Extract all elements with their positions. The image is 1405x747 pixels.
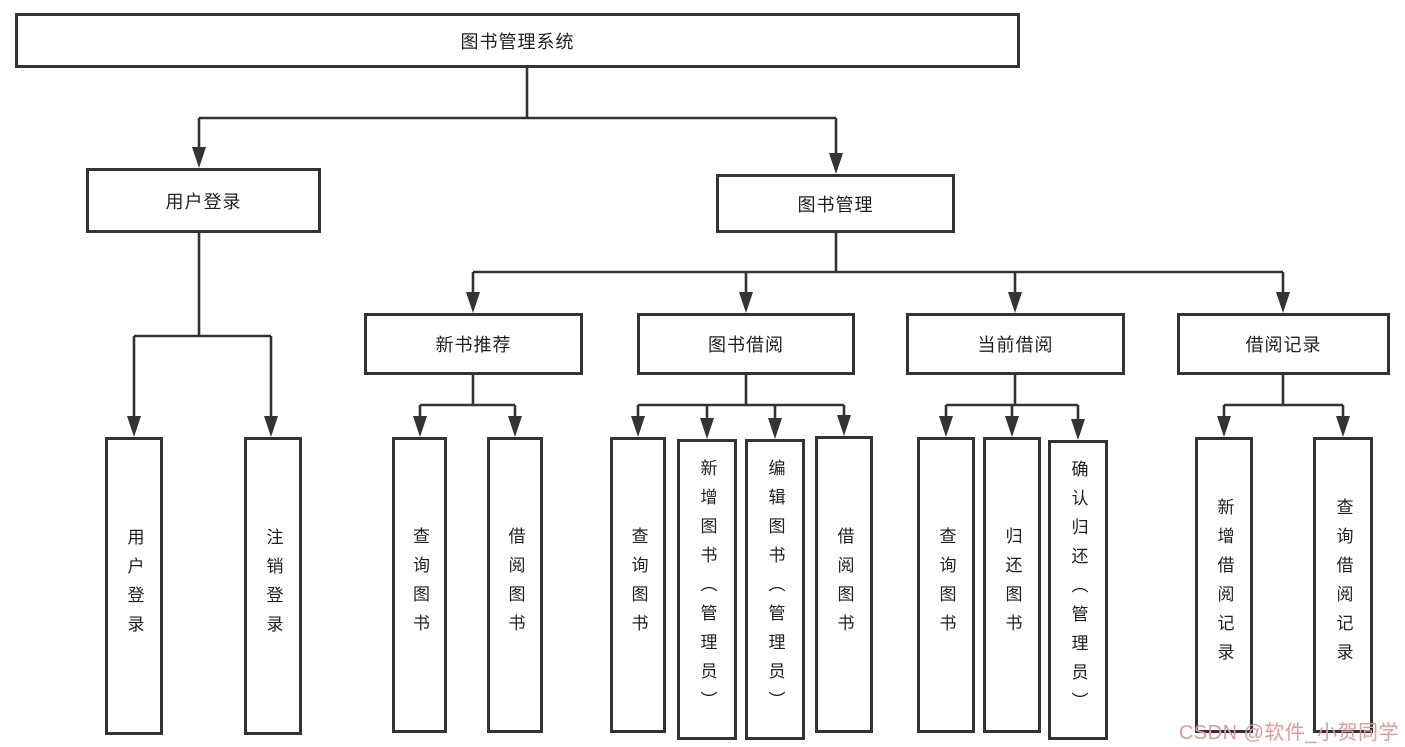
node-label: 用户登录 <box>165 191 242 212</box>
connector-userlogin-children <box>132 233 273 430</box>
leaf-br-query-record: 查询借阅记录 <box>1313 437 1373 733</box>
node-label: 归还图书 <box>1002 527 1022 643</box>
connector-path <box>197 68 838 166</box>
leaf-bb-borrow-book: 借阅图书 <box>815 436 873 733</box>
arrowhead <box>1005 416 1019 437</box>
node-label: 新增图书（管理员） <box>697 459 717 720</box>
node-current-borrow: 当前借阅 <box>906 313 1125 375</box>
arrowhead <box>413 416 427 437</box>
node-label: 当前借阅 <box>977 335 1054 355</box>
node-label: 图书管理 <box>797 194 874 215</box>
node-label: 借阅记录 <box>1245 335 1322 355</box>
arrowheads-bookborrow <box>631 415 851 439</box>
arrowhead <box>829 153 843 174</box>
leaf-user-login: 用户登录 <box>105 437 163 735</box>
arrowhead <box>508 416 522 437</box>
leaf-cb-confirm-return-admin: 确认归还（管理员） <box>1048 440 1108 740</box>
connector-borrowrecords-children <box>1222 375 1345 430</box>
leaf-br-add-record: 新增借阅记录 <box>1195 437 1253 733</box>
connector-newbookrec-children <box>418 375 517 430</box>
connector-bookborrow-children <box>636 375 846 432</box>
node-label: 查询图书 <box>628 527 648 643</box>
arrowhead <box>700 418 714 439</box>
node-book-borrow: 图书借阅 <box>637 313 855 375</box>
arrowhead <box>1276 292 1290 313</box>
arrowhead <box>1217 416 1231 437</box>
node-label: 图书借阅 <box>708 335 784 355</box>
connector-path <box>471 233 1285 306</box>
leaf-bb-edit-book-admin: 编辑图书（管理员） <box>745 439 805 740</box>
node-label: 借阅图书 <box>834 526 854 643</box>
arrowhead <box>1008 292 1022 313</box>
leaf-cb-query-book: 查询图书 <box>917 437 975 733</box>
connector-path <box>636 375 846 432</box>
arrowhead <box>1336 416 1350 437</box>
node-label: 新书推荐 <box>435 335 512 355</box>
leaf-rec-query-book: 查询图书 <box>392 437 447 733</box>
node-book-management: 图书管理 <box>716 174 955 233</box>
csdn-watermark: CSDN @软件_小贺同学 <box>1178 722 1399 744</box>
connector-path <box>1222 375 1345 430</box>
connector-bookmgmt-children <box>471 233 1285 306</box>
arrowhead <box>768 418 782 439</box>
arrowheads-borrowrecords <box>1217 416 1350 437</box>
node-label: 注销登录 <box>263 528 283 644</box>
node-label: 新增借阅记录 <box>1214 498 1234 672</box>
arrowhead <box>1071 419 1085 440</box>
node-borrow-records: 借阅记录 <box>1177 313 1390 375</box>
node-user-login: 用户登录 <box>86 168 321 233</box>
arrowheads-userlogin <box>127 416 278 437</box>
node-new-book-recommend: 新书推荐 <box>364 313 583 375</box>
node-label: 查询借阅记录 <box>1333 498 1353 672</box>
node-system-root: 图书管理系统 <box>15 13 1020 68</box>
node-label: 确认归还（管理员） <box>1068 459 1088 721</box>
arrowhead <box>192 147 206 168</box>
leaf-rec-borrow-book: 借阅图书 <box>487 437 543 733</box>
leaf-bb-query-book: 查询图书 <box>610 437 666 733</box>
node-label: 编辑图书（管理员） <box>765 459 785 720</box>
node-label: 图书管理系统 <box>460 31 575 52</box>
connector-path <box>132 233 273 430</box>
arrowhead <box>264 416 278 437</box>
node-label: 查询图书 <box>410 527 429 643</box>
arrowhead <box>466 292 480 313</box>
arrowhead <box>631 416 645 437</box>
arrowhead <box>837 415 851 436</box>
node-label: 查询图书 <box>936 527 956 643</box>
arrowheads-currentborrow <box>939 416 1085 440</box>
node-label: 用户登录 <box>124 528 144 644</box>
connector-path <box>418 375 517 430</box>
arrowhead <box>127 416 141 437</box>
leaf-logout: 注销登录 <box>244 437 302 735</box>
arrowheads-level3 <box>466 292 1290 313</box>
connector-root-to-level2 <box>197 68 838 166</box>
leaf-cb-return-book: 归还图书 <box>983 437 1041 733</box>
arrowhead <box>739 292 753 313</box>
arrowhead <box>939 416 953 437</box>
arrowheads-newbookrec <box>413 416 522 437</box>
arrowheads-level2 <box>192 147 843 174</box>
leaf-bb-add-book-admin: 新增图书（管理员） <box>677 439 737 740</box>
node-label: 借阅图书 <box>505 527 525 643</box>
